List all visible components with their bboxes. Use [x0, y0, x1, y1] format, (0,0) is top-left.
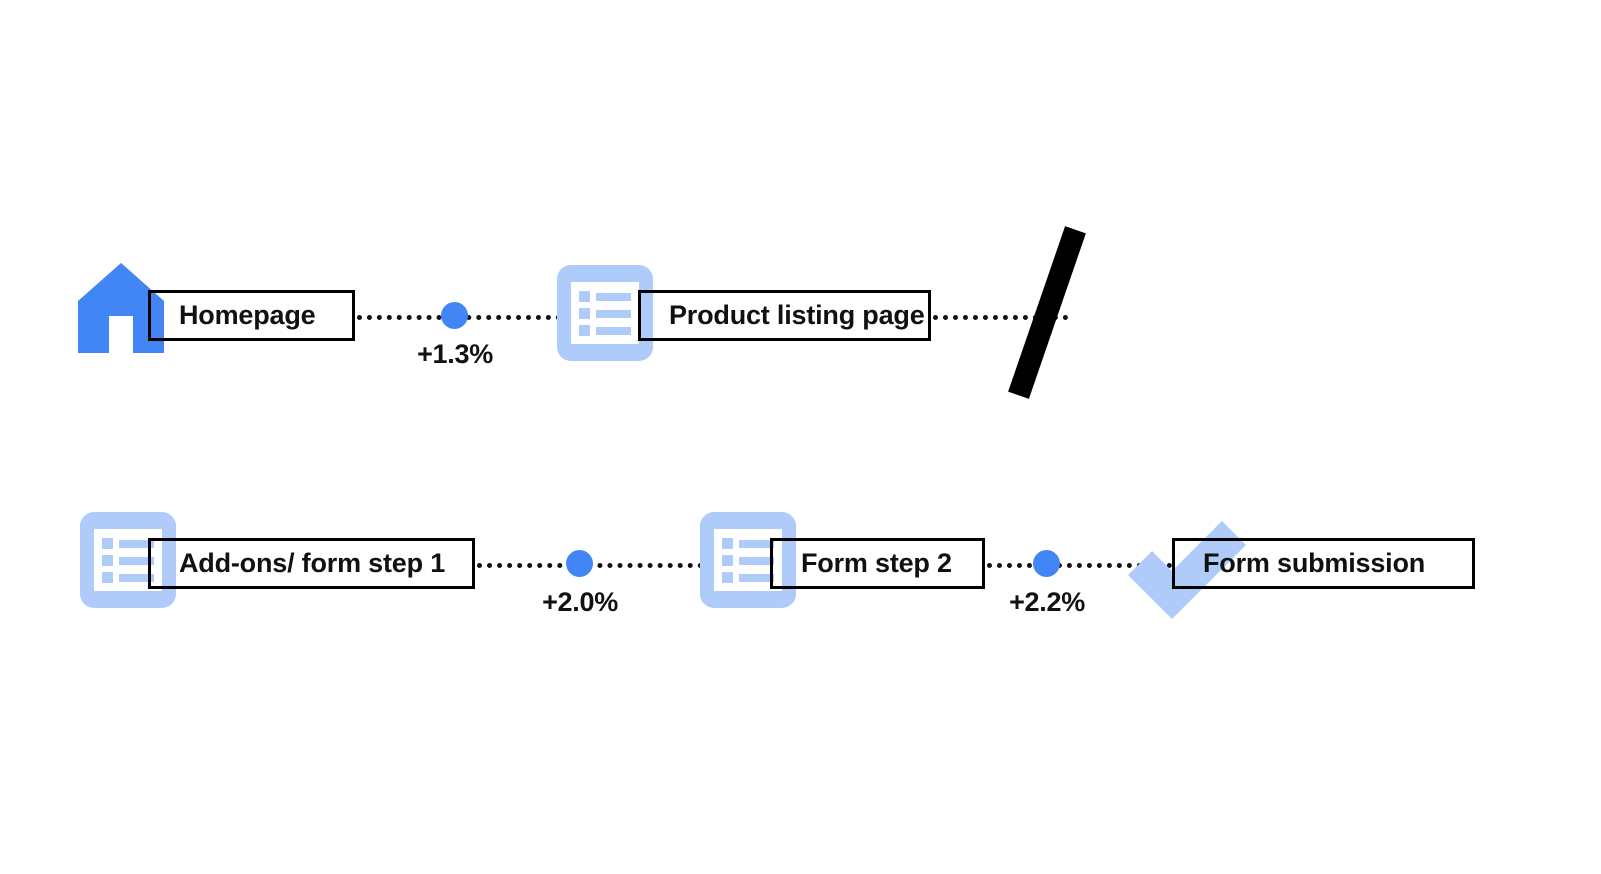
step-label-form-submission[interactable]: Form submission [1172, 538, 1475, 589]
metric-addons-to-step2: +2.0% [505, 536, 655, 626]
step-label-form-step-2[interactable]: Form step 2 [770, 538, 985, 589]
step-label-text: Form step 2 [801, 548, 952, 578]
metric-homepage-to-plp: +1.3% [380, 288, 530, 378]
metric-value: +2.2% [1009, 587, 1085, 617]
list-document-icon [557, 265, 653, 361]
metric-dot-icon [1033, 550, 1060, 577]
connector-step2-to-submission [987, 563, 1172, 568]
metric-step2-to-submission: +2.2% [972, 536, 1122, 626]
metric-dot-icon [566, 550, 593, 577]
flow-break-slash-icon [1008, 226, 1086, 399]
step-label-text: Homepage [179, 300, 316, 330]
step-label-add-ons-form-step-1[interactable]: Add-ons/ form step 1 [148, 538, 475, 589]
step-label-text: Form submission [1203, 548, 1426, 578]
metric-dot-icon [441, 302, 468, 329]
connector-plp-to-break [933, 315, 1068, 320]
step-label-text: Product listing page [669, 300, 925, 330]
step-label-text: Add-ons/ form step 1 [179, 548, 446, 578]
check-icon [1128, 503, 1246, 621]
metric-value: +1.3% [417, 339, 493, 369]
house-icon [78, 263, 164, 353]
step-label-product-listing-page[interactable]: Product listing page [638, 290, 931, 341]
step-label-homepage[interactable]: Homepage [148, 290, 355, 341]
metric-value: +2.0% [542, 587, 618, 617]
